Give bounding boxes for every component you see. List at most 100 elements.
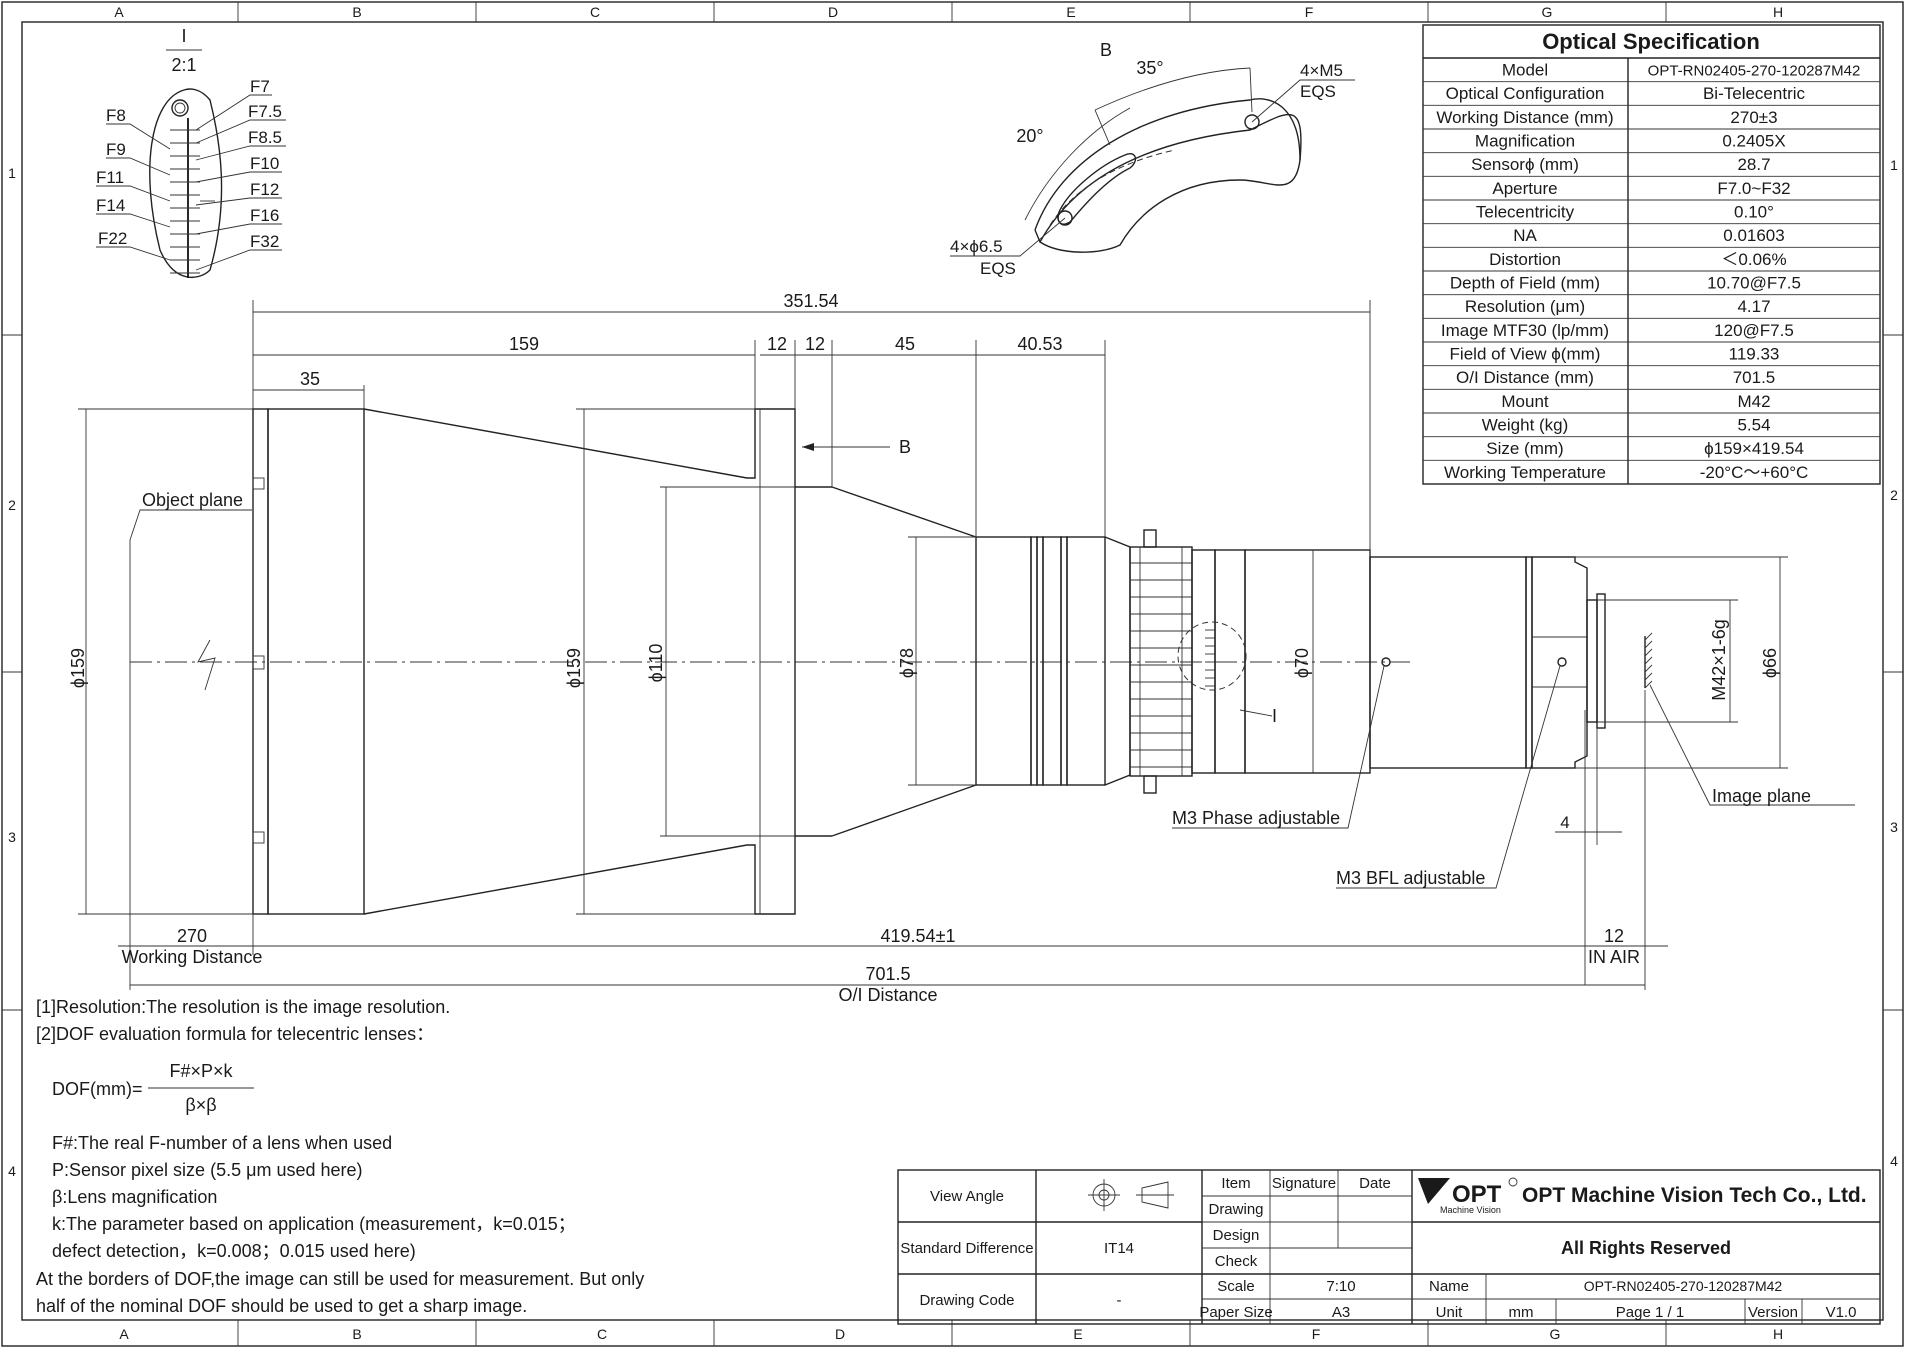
note-footer-1: At the borders of DOF,the image can stil… [36,1269,644,1289]
notes: [1]Resolution:The resolution is the imag… [36,997,644,1316]
dim-419-54: 419.54±1 [881,926,956,946]
note-dof-heading: [2]DOF evaluation formula for telecentri… [36,1024,434,1044]
tb-design: Design [1213,1227,1260,1244]
spec-param: Resolution (μm) [1465,297,1585,316]
spec-param: Image MTF30 (lp/mm) [1441,321,1609,340]
grid-row-4-right: 4 [1890,1153,1898,1169]
stop-f8: F8 [106,106,126,125]
spec-value: 701.5 [1733,368,1776,387]
spec-title: Optical Specification [1542,29,1760,54]
grid-col-f-bottom: F [1312,1326,1321,1342]
logo-text: OPT [1452,1181,1502,1208]
stop-f7: F7 [250,77,270,96]
def-k-parameter: k:The parameter based on application (me… [52,1214,576,1234]
dim-working-distance: Working Distance [122,947,263,967]
grid-col-d: D [828,4,838,20]
spec-param: Model [1502,61,1548,80]
spec-value: OPT-RN02405-270-120287M42 [1648,63,1861,80]
tb-standard-difference-value: IT14 [1104,1240,1134,1257]
detail-i-marker [1177,621,1247,691]
grid-col-c: C [590,4,600,20]
dim-35: 35 [300,369,320,389]
opt-logo: OPT Machine Vision [1418,1177,1518,1215]
grid-col-d-bottom: D [835,1326,845,1342]
spec-value: 120@F7.5 [1714,321,1794,340]
spec-param: Size (mm) [1486,439,1563,458]
dimensions: 351.54 159 35 12 12 45 40.53 B ϕ159 ϕ159 [68,291,1788,1005]
lens-body [129,408,1653,948]
def-pixel-size: P:Sensor pixel size (5.5 μm used here) [52,1160,363,1180]
spec-value: 0.01603 [1723,226,1784,245]
view-b-label: B [1100,40,1112,60]
dim-270: 270 [177,926,207,946]
spec-value: 0.2405X [1722,132,1785,151]
spec-value: 5.54 [1737,416,1770,435]
tb-paper-size-label: Paper Size [1199,1304,1272,1321]
grid-col-b: B [352,4,361,20]
stop-f9: F9 [106,140,126,159]
grid-col-f: F [1305,4,1314,20]
grid-row-2-right: 2 [1890,487,1898,503]
formula-lhs: DOF(mm)= [52,1079,142,1099]
dim-12-b: 12 [805,334,825,354]
spec-param: Distortion [1489,250,1561,269]
stop-f22: F22 [98,229,127,248]
dim-dia-159-left: ϕ159 [68,648,88,688]
logo-subtitle: Machine Vision [1440,1205,1501,1215]
projection-symbol-icon [1088,1179,1174,1211]
view-b-holes-m5-eqs: EQS [1300,82,1336,101]
dim-dia-159-mid: ϕ159 [564,648,584,688]
spec-value: -20°C～+60°C [1700,463,1809,482]
grid-row-3: 3 [8,829,16,845]
tb-view-angle-label: View Angle [930,1188,1004,1205]
tb-scale-value: 7:10 [1326,1278,1355,1295]
dim-dia-66: ϕ66 [1760,648,1780,678]
grid-row-2: 2 [8,497,16,513]
grid-row-4: 4 [8,1163,16,1179]
detail-i-scale: 2:1 [171,55,196,75]
tb-version-label: Version [1748,1304,1798,1321]
grid-col-b-bottom: B [352,1326,361,1342]
grid-col-e-bottom: E [1073,1326,1082,1342]
dim-oi-distance: O/I Distance [838,985,937,1005]
tb-paper-size-value: A3 [1332,1304,1350,1321]
view-b-holes-65-eqs: EQS [980,259,1016,278]
spec-value: 4.17 [1737,297,1770,316]
spec-param: O/I Distance (mm) [1456,368,1594,387]
stop-f14: F14 [96,196,125,215]
tb-rights: All Rights Reserved [1561,1238,1731,1258]
dim-dia-78: ϕ78 [897,648,917,678]
spec-value: 10.70@F7.5 [1707,274,1801,293]
dim-4: 4 [1560,813,1569,832]
dim-12-in-air: 12 [1604,926,1624,946]
dim-12-a: 12 [767,334,787,354]
stop-f32: F32 [250,232,279,251]
aperture-scale-marks [1205,629,1215,687]
detail-i-reference: I [1272,706,1277,726]
grid-col-c-bottom: C [597,1326,607,1342]
def-f-number: F#:The real F-number of a lens when used [52,1133,392,1153]
tb-item: Item [1221,1175,1250,1192]
tb-page: Page 1 / 1 [1616,1304,1684,1321]
grid-col-h: H [1773,4,1783,20]
stop-f12: F12 [250,180,279,199]
grid-col-a: A [114,4,124,20]
tb-unit-value: mm [1509,1304,1534,1321]
stop-f11: F11 [96,168,124,187]
stop-f10: F10 [250,154,279,173]
detail-i-title: I [181,26,186,46]
dim-701-5: 701.5 [865,964,910,984]
spec-param: Aperture [1492,179,1557,198]
grid-col-a-bottom: A [119,1326,129,1342]
dim-thread-m42: M42×1-6g [1709,619,1729,701]
dim-dia-70: ϕ70 [1292,648,1312,678]
spec-value: M42 [1737,392,1770,411]
def-k-defect: defect detection，k=0.008；0.015 used here… [52,1241,416,1261]
grid-row-1-right: 1 [1890,157,1898,173]
dim-40-53: 40.53 [1017,334,1062,354]
tb-name-value: OPT-RN02405-270-120287M42 [1584,1278,1783,1294]
def-magnification: β:Lens magnification [52,1187,217,1207]
formula-numerator: F#×P×k [169,1061,233,1081]
